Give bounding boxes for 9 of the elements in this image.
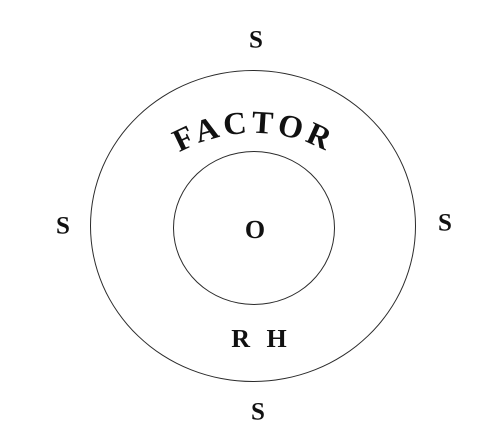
side-label: S: [249, 28, 263, 52]
circle-label: R H: [231, 326, 287, 352]
inner-circle: [173, 151, 335, 305]
curved-label: FACTOR: [166, 104, 341, 159]
circle-label: O: [244, 217, 266, 243]
outer-circle: [90, 70, 416, 382]
side-label: S: [251, 400, 265, 424]
side-label: S: [438, 210, 452, 236]
side-label: S: [56, 214, 70, 238]
